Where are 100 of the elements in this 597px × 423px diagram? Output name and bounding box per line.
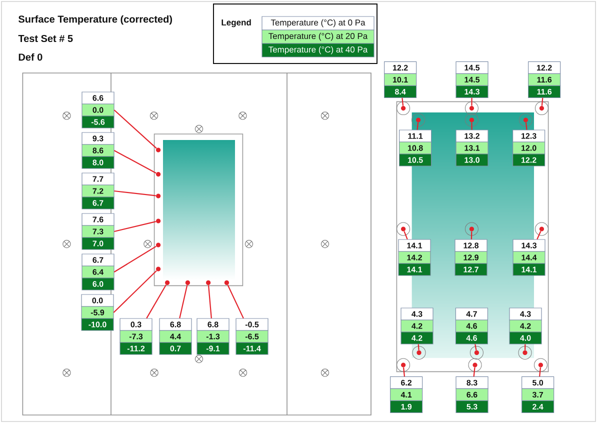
value-cell: 13.2 xyxy=(456,130,488,142)
leader-line xyxy=(114,150,156,174)
value-cell: 9.3 xyxy=(82,132,114,145)
value-cell: 8.3 xyxy=(456,376,488,389)
value-cell: 4.3 xyxy=(400,308,434,320)
value-cell: 8.6 xyxy=(82,144,114,157)
leader-line xyxy=(114,221,156,232)
value-cell: 4.1 xyxy=(390,388,423,401)
value-cell: 14.4 xyxy=(512,251,546,264)
leader-line xyxy=(114,190,156,196)
value-cell: 7.3 xyxy=(82,225,114,238)
value-cell: 4.6 xyxy=(455,320,488,332)
value-cell: 6.0 xyxy=(82,278,114,290)
value-cell: 12.7 xyxy=(454,263,488,276)
value-cell: -10.0 xyxy=(81,318,114,331)
leader-line xyxy=(470,231,472,240)
value-cell: 6.8 xyxy=(159,318,192,331)
value-cell: 12.2 xyxy=(528,61,561,74)
leader-line xyxy=(113,270,157,313)
value-cell: -6.5 xyxy=(236,330,268,343)
leader-line xyxy=(208,285,212,318)
value-cell: 12.0 xyxy=(512,142,546,154)
leader-line xyxy=(524,344,526,350)
value-cell: -5.6 xyxy=(82,116,114,128)
value-cell: 6.6 xyxy=(456,388,488,401)
leader-line xyxy=(525,122,528,130)
value-cell: 12.2 xyxy=(384,61,417,74)
leader-line xyxy=(473,367,476,377)
value-cell: 0.0 xyxy=(81,294,114,307)
value-cell: 1.9 xyxy=(390,400,423,413)
value-cell: -9.1 xyxy=(196,342,230,355)
value-cell: 4.2 xyxy=(400,320,434,332)
leader-line xyxy=(471,122,472,130)
value-cell: 14.1 xyxy=(398,239,431,252)
value-cell: 0.0 xyxy=(82,104,114,116)
value-cell: 11.6 xyxy=(528,85,561,98)
value-cell: -7.3 xyxy=(120,330,152,343)
value-cell: 14.5 xyxy=(456,61,488,74)
value-cell: 14.1 xyxy=(512,263,546,276)
value-cell: 3.7 xyxy=(522,388,554,401)
value-cell: 0.7 xyxy=(159,342,192,355)
value-cell: 11.6 xyxy=(528,73,561,86)
value-cell: 5.0 xyxy=(522,376,554,389)
value-cell: 0.3 xyxy=(120,318,152,331)
value-cell: 14.5 xyxy=(456,73,488,86)
leader-line xyxy=(474,344,477,350)
value-cell: 2.4 xyxy=(522,400,554,413)
value-cell: 5.3 xyxy=(456,400,488,413)
leader-line xyxy=(403,367,406,377)
legend-entry: Temperature (°C) at 20 Pa xyxy=(262,30,374,44)
subtitle-text: Def 0 xyxy=(18,53,42,61)
value-cell: 12.3 xyxy=(512,130,546,142)
leader-line xyxy=(227,284,244,319)
leader-line xyxy=(541,98,544,106)
value-cell: -11.4 xyxy=(236,342,268,355)
value-cell: 6.7 xyxy=(82,254,114,266)
leader-line xyxy=(539,367,542,377)
value-cell: 7.2 xyxy=(82,184,114,198)
value-cell: 10.8 xyxy=(399,142,432,154)
legend-entry: Temperature (°C) at 40 Pa xyxy=(262,43,374,58)
value-cell: 13.0 xyxy=(456,154,488,166)
leader-line xyxy=(114,246,156,272)
value-cell: 12.2 xyxy=(512,154,546,166)
leader-line xyxy=(114,110,157,149)
value-cell: 7.7 xyxy=(82,172,114,186)
value-cell: 10.5 xyxy=(399,154,432,166)
leader-line xyxy=(179,285,188,318)
leader-line xyxy=(146,284,167,319)
value-cell: 4.2 xyxy=(509,320,542,332)
value-cell: 4.7 xyxy=(455,308,488,320)
value-cell: 6.8 xyxy=(196,318,230,331)
value-cell: 6.7 xyxy=(82,196,114,210)
leader-line xyxy=(416,122,419,130)
value-cell: 4.0 xyxy=(509,332,542,344)
value-cell: 12.8 xyxy=(454,239,488,252)
value-cell: 13.1 xyxy=(456,142,488,154)
leader-line xyxy=(418,344,420,350)
value-cell: 10.1 xyxy=(384,73,417,86)
title-text: Surface Temperature (corrected) xyxy=(18,15,172,25)
subtitle-text: Test Set # 5 xyxy=(18,34,73,42)
value-cell: 14.3 xyxy=(456,85,488,98)
value-cell: 8.4 xyxy=(384,85,417,98)
value-cell: 8.0 xyxy=(82,156,114,169)
value-cell: -5.9 xyxy=(81,306,114,319)
leader-line xyxy=(404,231,408,240)
value-cell: 4.4 xyxy=(159,330,192,343)
value-cell: -1.3 xyxy=(196,330,230,343)
value-cell: 6.6 xyxy=(82,92,114,104)
value-cell: 4.2 xyxy=(400,332,434,344)
value-cell: 14.3 xyxy=(512,239,546,252)
value-cell: -11.2 xyxy=(120,342,152,355)
legend-heading: Legend xyxy=(222,19,251,28)
value-cell: 4.3 xyxy=(509,308,542,320)
value-cell: 7.6 xyxy=(82,213,114,226)
value-cell: 14.2 xyxy=(398,251,431,264)
leader-line xyxy=(402,98,404,106)
value-cell: 6.2 xyxy=(390,376,423,389)
value-cell: 6.4 xyxy=(82,266,114,278)
value-cell: 14.1 xyxy=(398,263,431,276)
value-cell: 4.6 xyxy=(455,332,488,344)
